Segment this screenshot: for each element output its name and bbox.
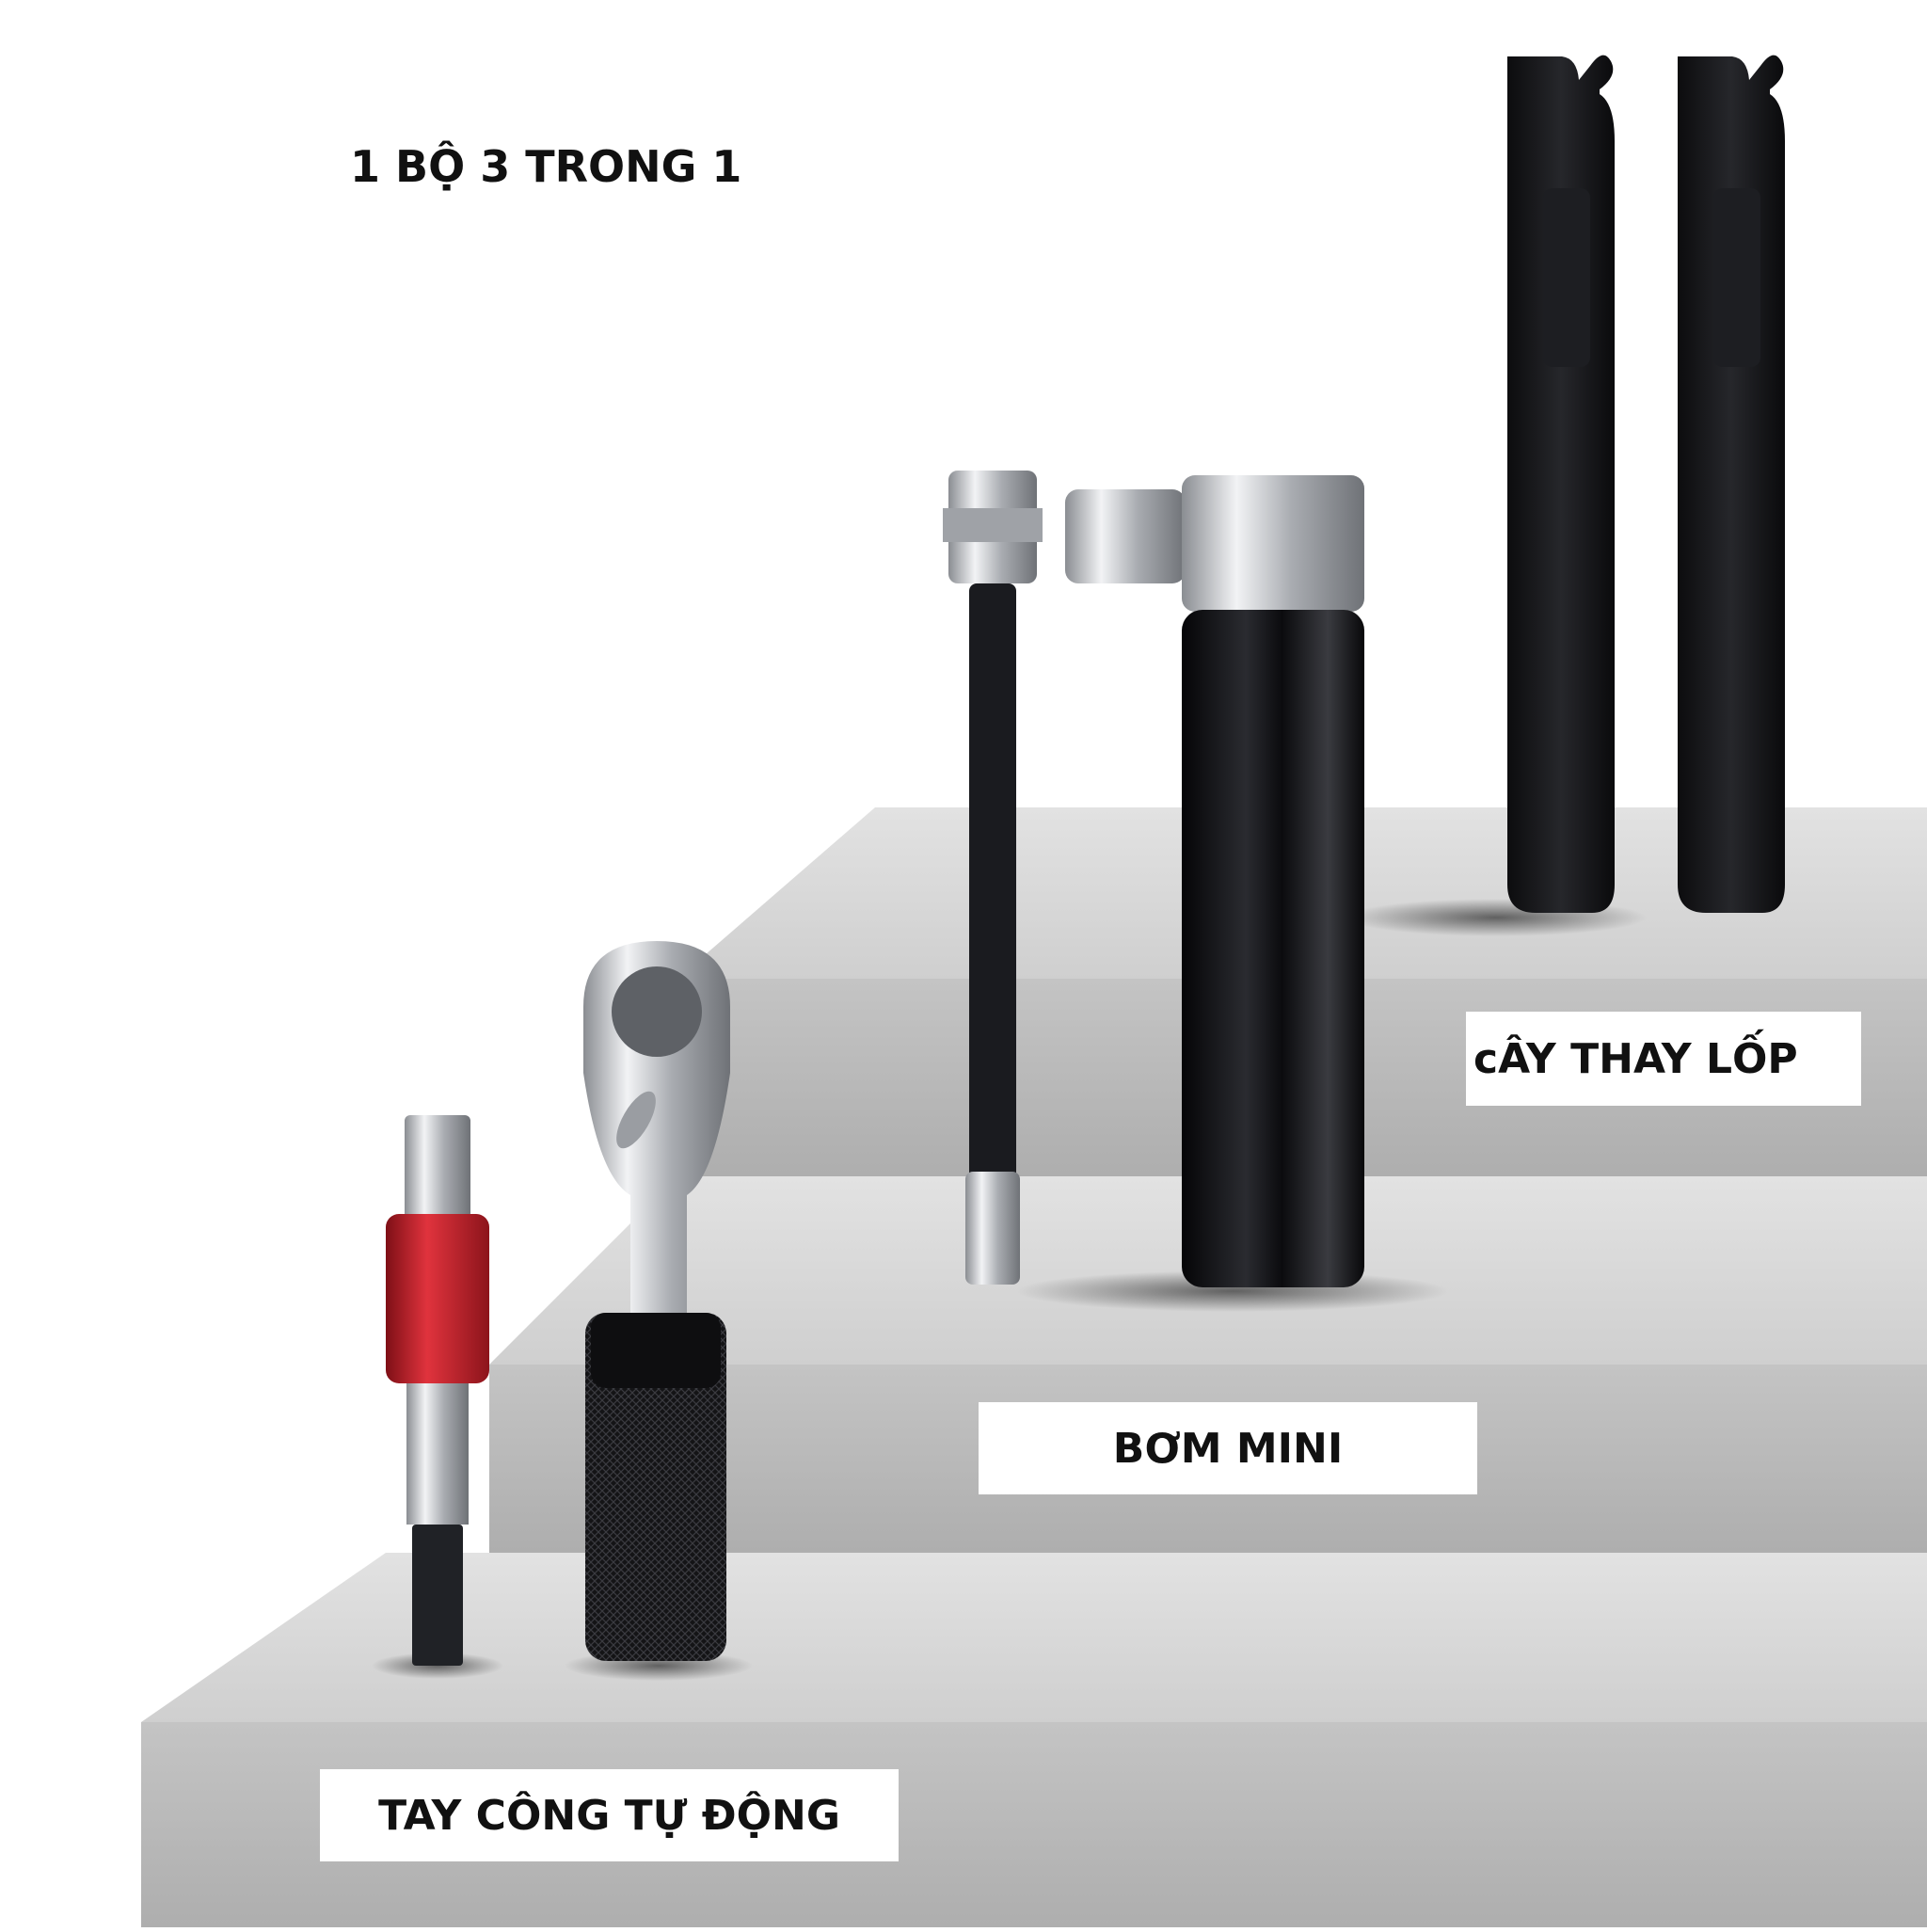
ratchet-tool-label: TAY CÔNG TỰ ĐỘNG xyxy=(320,1769,899,1861)
bit-hex-shank xyxy=(412,1525,463,1666)
bit-hex-top xyxy=(405,1115,470,1219)
tire-lever-label-text: cÂY THAY LỐP xyxy=(1473,1034,1798,1083)
ratchet-release-button xyxy=(612,966,702,1057)
step-1-top xyxy=(141,1553,1927,1722)
hose-bottom-fitting xyxy=(965,1172,1020,1285)
ratchet-grip xyxy=(585,1313,726,1661)
lever-grip-right xyxy=(1713,188,1760,367)
pump-valve-nut xyxy=(1065,489,1186,583)
tire-lever-left-icon xyxy=(1507,55,1615,914)
hose-top-nut xyxy=(943,508,1043,542)
ratchet-handle xyxy=(565,941,753,1681)
lever-grip-left xyxy=(1543,188,1590,367)
bit-holder-sleeve xyxy=(386,1214,489,1383)
mini-pump-label: BƠM MINI xyxy=(979,1402,1477,1494)
ratchet-switch xyxy=(616,1091,656,1149)
ratchet-grip-collar xyxy=(591,1313,721,1388)
bit-holder xyxy=(372,1115,503,1679)
mini-pump xyxy=(943,471,1449,1312)
bit-holder-shaft xyxy=(406,1383,469,1525)
pump-body xyxy=(1182,610,1364,1287)
pump-hose xyxy=(969,583,1016,1186)
tire-levers xyxy=(1346,55,1785,936)
tire-lever-label: cÂY THAY LỐP xyxy=(1466,1012,1861,1106)
ratchet-tool-label-text: TAY CÔNG TỰ ĐỘNG xyxy=(378,1791,840,1840)
pump-head-cap xyxy=(1182,475,1364,612)
tire-lever-right-icon xyxy=(1678,55,1785,914)
headline: 1 BỘ 3 TRONG 1 xyxy=(350,141,742,192)
mini-pump-label-text: BƠM MINI xyxy=(1112,1424,1344,1473)
